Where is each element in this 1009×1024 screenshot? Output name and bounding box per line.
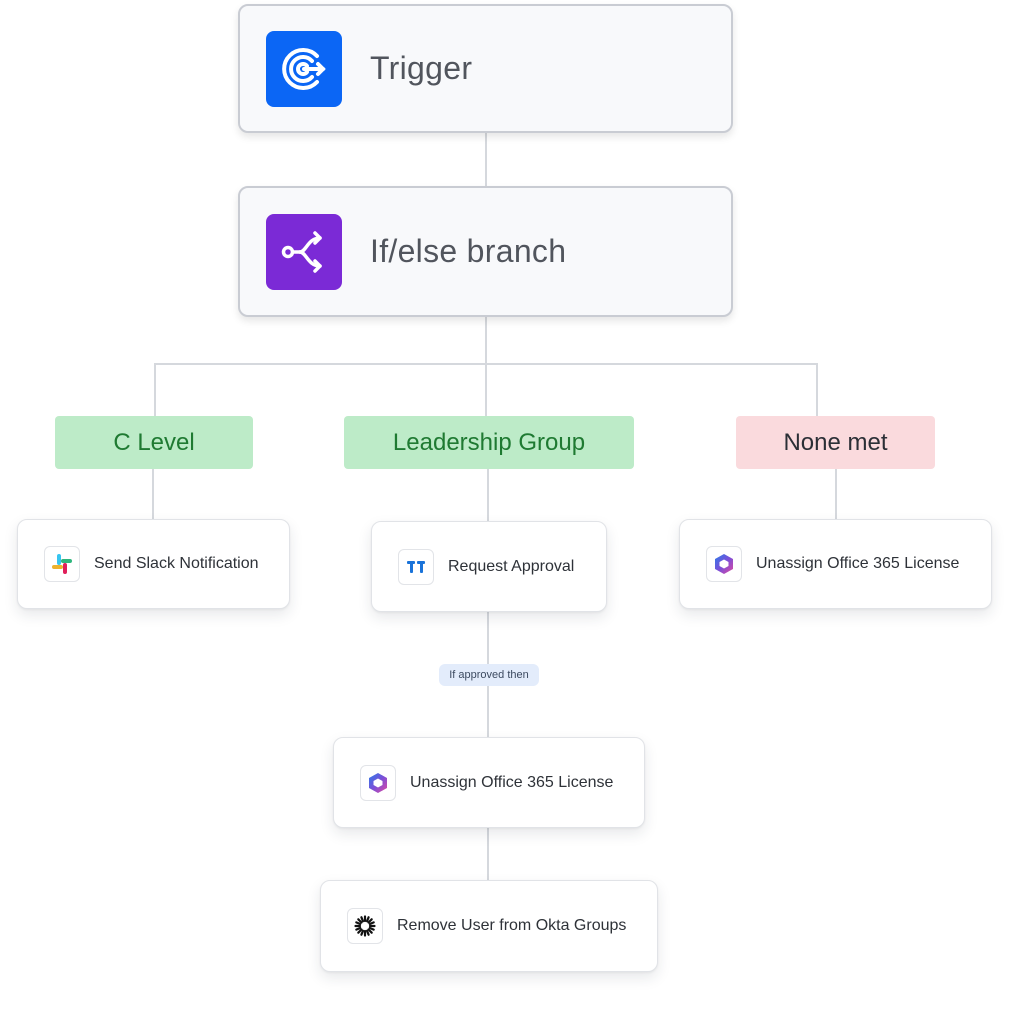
condition-leadership-group[interactable]: Leadership Group — [344, 416, 634, 469]
action-label: Unassign Office 365 License — [756, 555, 960, 572]
action-label: Request Approval — [448, 557, 575, 575]
branch-node[interactable]: If/else branch — [238, 186, 733, 317]
office365-icon — [706, 546, 742, 582]
trigger-icon — [266, 30, 342, 107]
action-unassign-office365-leadership[interactable]: Unassign Office 365 License — [333, 737, 645, 828]
okta-icon — [347, 908, 383, 944]
action-remove-okta-groups[interactable]: Remove User from Okta Groups — [320, 880, 658, 972]
action-label: Unassign Office 365 License — [410, 773, 614, 791]
trigger-node[interactable]: Trigger — [238, 4, 733, 133]
office365-icon — [360, 764, 396, 801]
trigger-title: Trigger — [370, 50, 473, 86]
action-request-approval[interactable]: Request Approval — [371, 521, 607, 612]
action-slack-notification[interactable]: Send Slack Notification — [17, 519, 290, 609]
condition-c-level[interactable]: C Level — [55, 416, 253, 469]
approval-icon — [398, 548, 434, 585]
action-label: Send Slack Notification — [94, 555, 259, 572]
action-label: Remove User from Okta Groups — [397, 917, 627, 934]
condition-tag-if-approved: If approved then — [439, 664, 539, 686]
action-unassign-office365-none-met[interactable]: Unassign Office 365 License — [679, 519, 992, 609]
condition-none-met[interactable]: None met — [736, 416, 935, 469]
branch-title: If/else branch — [370, 233, 567, 269]
branch-icon — [266, 213, 342, 290]
slack-icon — [44, 546, 80, 582]
